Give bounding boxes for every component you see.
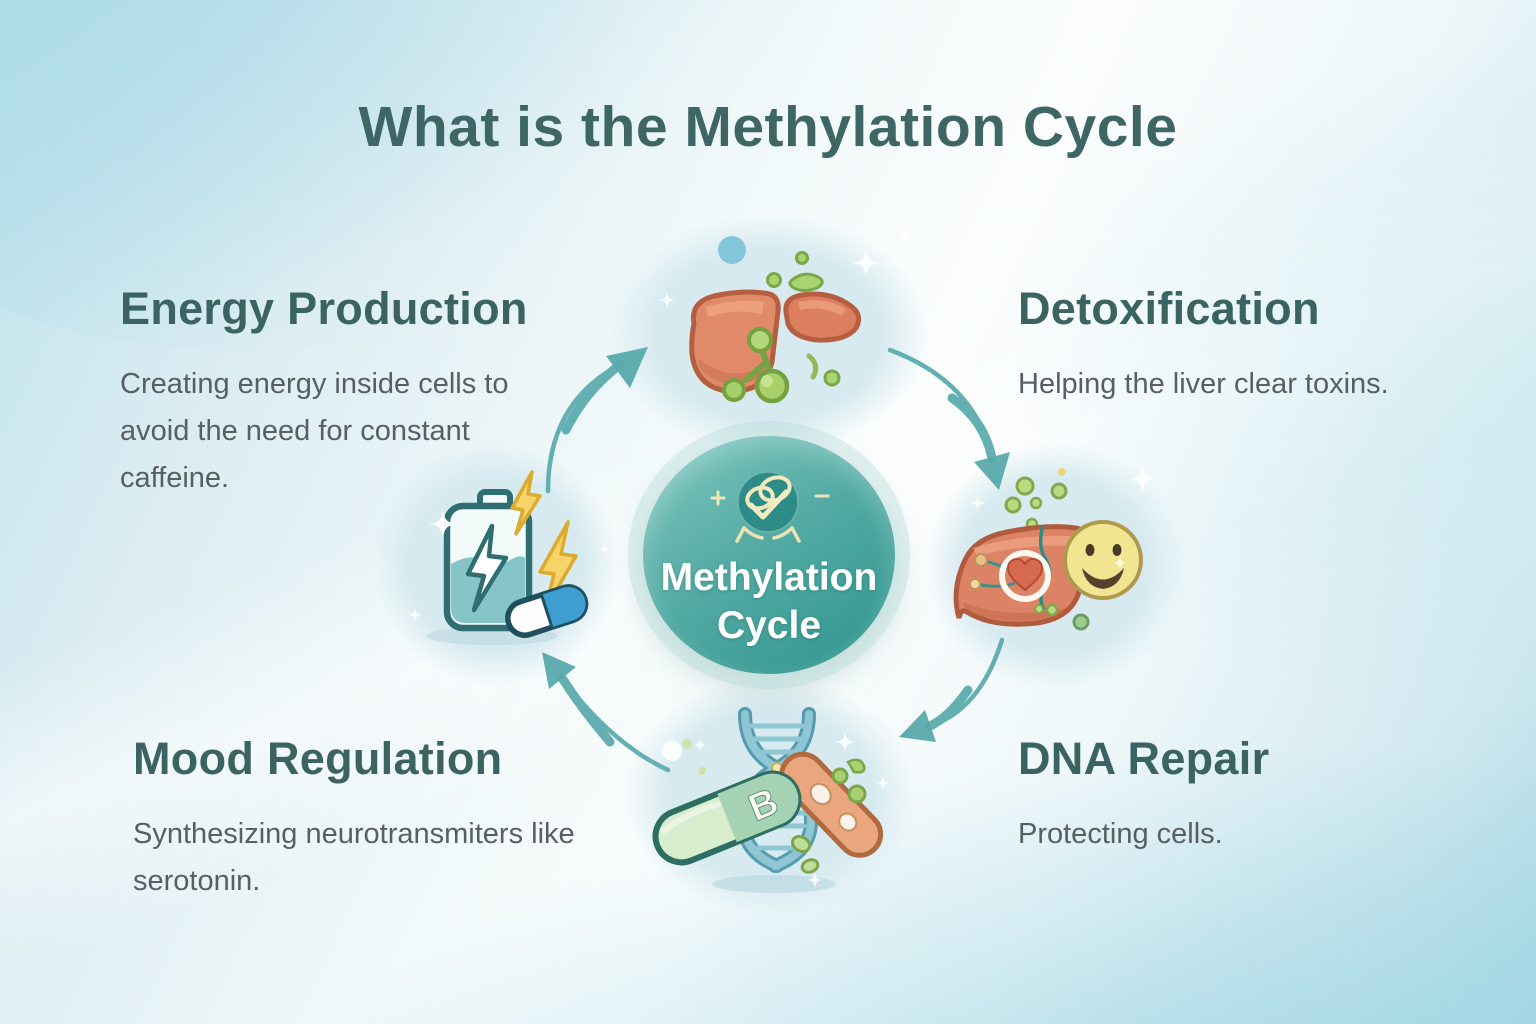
molecule-check-badge-icon bbox=[710, 471, 830, 543]
center-methylation-badge: Methylation Cycle bbox=[643, 436, 895, 674]
battery-energy-pill-icon bbox=[426, 470, 589, 645]
detoxification-heading: Detoxification bbox=[1018, 283, 1320, 334]
section-mood-regulation: Mood Regulation Synthesizing neurotransm… bbox=[133, 733, 623, 905]
dna-b-vitamin-icon: B bbox=[652, 707, 884, 893]
orange-capsule-icon bbox=[779, 751, 884, 858]
energy-production-heading: Energy Production bbox=[120, 283, 528, 334]
dna-repair-heading: DNA Repair bbox=[1018, 733, 1270, 784]
cycle-node-left bbox=[372, 442, 620, 686]
cycle-node-right bbox=[925, 442, 1187, 690]
b-vitamin-capsule-icon: B bbox=[652, 770, 802, 866]
cycle-node-top bbox=[606, 214, 930, 454]
lightning-bolt-icon bbox=[510, 470, 542, 536]
cycle-node-bottom: B bbox=[624, 676, 916, 916]
section-energy-production: Energy Production Creating energy inside… bbox=[120, 283, 528, 502]
liver-toxins-icon bbox=[689, 236, 862, 404]
capsule-pill-icon bbox=[505, 584, 589, 638]
energy-production-body: Creating energy inside cells to avoid th… bbox=[120, 368, 509, 494]
section-dna-repair: DNA Repair Protecting cells. bbox=[1018, 733, 1478, 858]
mood-regulation-heading: Mood Regulation bbox=[133, 733, 503, 784]
liver-heart-smiley-icon bbox=[953, 468, 1143, 631]
section-detoxification: Detoxification Helping the liver clear t… bbox=[1018, 283, 1478, 408]
center-badge-label: Methylation Cycle bbox=[660, 556, 878, 647]
detoxification-body: Helping the liver clear toxins. bbox=[1018, 368, 1389, 400]
mood-regulation-body: Synthesizing neurotransmiters like serot… bbox=[133, 818, 575, 897]
page-title: What is the Methylation Cycle bbox=[358, 95, 1178, 159]
dna-repair-body: Protecting cells. bbox=[1018, 818, 1223, 850]
